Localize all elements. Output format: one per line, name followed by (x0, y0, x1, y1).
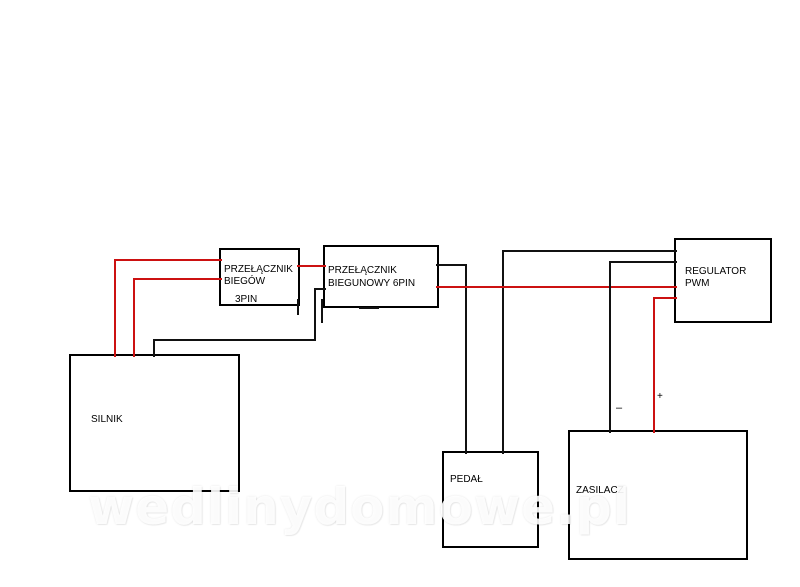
zasilacz-label: ZASILACZ (576, 485, 624, 496)
wire-red-plus (653, 297, 677, 433)
minus-sign: – (616, 402, 623, 414)
wire-black-minus (609, 261, 677, 433)
przelacznik-biegow-box (219, 248, 300, 306)
plus-sign: + (657, 391, 663, 402)
przelacznik-biegow-label-3: 3PIN (235, 294, 258, 305)
watermark: wedlinydomowe.pl (88, 478, 631, 536)
regulator-label-1: REGULATOR (685, 266, 747, 277)
przelacznik-biegunowy-label-1: PRZEŁĄCZNIK (328, 265, 397, 276)
wire-red-motor-1 (114, 259, 222, 357)
przelacznik-biegunowy-box (323, 245, 439, 308)
wire-black-switch-pedal (436, 264, 467, 454)
zasilacz-box (568, 430, 748, 560)
regulator-label-2: PWM (685, 278, 710, 289)
wire-black-regulator-pedal (502, 250, 677, 454)
przelacznik-biegow-label-1: PRZEŁĄCZNIK (224, 264, 293, 275)
pedal-box (442, 451, 539, 548)
pedal-label: PEDAŁ (450, 474, 483, 485)
wire-red-motor-2 (133, 278, 222, 357)
przelacznik-biegunowy-label-2: BIEGUNOWY 6PIN (328, 278, 416, 289)
silnik-label: SILNIK (91, 414, 123, 425)
przelacznik-biegow-label-2: BIEGÓW (224, 276, 266, 287)
regulator-pwm-box (674, 238, 772, 323)
wire-black-motor (153, 288, 326, 357)
